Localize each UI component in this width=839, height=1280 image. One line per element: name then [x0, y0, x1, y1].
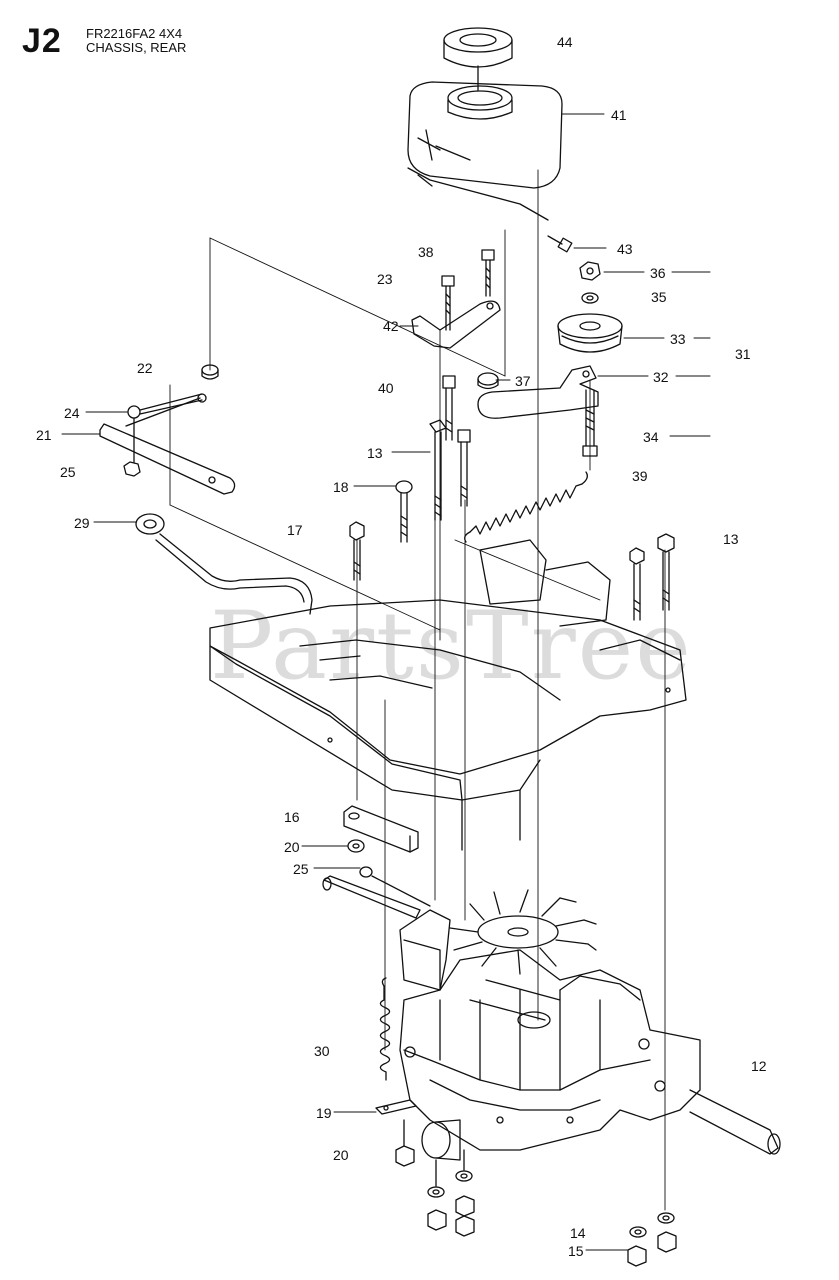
callout-31[interactable]: 31: [735, 346, 751, 362]
nut-37-icon[interactable]: [477, 372, 499, 390]
nut-bottom-left-icon[interactable]: [395, 1119, 415, 1167]
bracket-16-icon[interactable]: [343, 805, 419, 853]
callout-30[interactable]: 30: [314, 1043, 330, 1059]
transaxle-12-icon[interactable]: [322, 875, 781, 1161]
spring-39-icon[interactable]: [464, 471, 588, 543]
nut-top-icon[interactable]: [201, 364, 219, 380]
callout-25-mid[interactable]: 25: [293, 861, 309, 877]
callout-21[interactable]: 21: [36, 427, 52, 443]
fuel-tank-icon[interactable]: [407, 81, 563, 221]
bolt-18-icon[interactable]: [395, 480, 413, 543]
nut-15-icon[interactable]: [627, 1245, 647, 1267]
nut-25-mid-icon[interactable]: [359, 866, 431, 907]
idler-arm-32-icon[interactable]: [477, 365, 599, 419]
nut-bottom-2-icon[interactable]: [455, 1195, 475, 1237]
callout-33[interactable]: 33: [670, 331, 686, 347]
section-code: J2: [22, 22, 62, 60]
callout-17[interactable]: 17: [287, 522, 303, 538]
callout-19[interactable]: 19: [316, 1105, 332, 1121]
washer-bottom-2-icon[interactable]: [455, 1149, 473, 1182]
callout-12[interactable]: 12: [751, 1058, 767, 1074]
bolt-right-2-icon[interactable]: [629, 547, 645, 621]
washer-bottom-1-icon[interactable]: [427, 1159, 445, 1198]
watermark: PartsTree: [210, 592, 693, 701]
callout-34[interactable]: 34: [643, 429, 659, 445]
bolt-left-icon[interactable]: [349, 521, 365, 581]
callout-40[interactable]: 40: [378, 380, 394, 396]
callout-25-top[interactable]: 25: [60, 464, 76, 480]
nut-36-icon[interactable]: [579, 261, 601, 281]
callout-35[interactable]: 35: [651, 289, 667, 305]
rod-29-icon[interactable]: [135, 513, 313, 615]
plate-19-icon[interactable]: [375, 1099, 417, 1115]
callout-leaders: [61, 113, 711, 1251]
spacer-40-icon[interactable]: [442, 375, 456, 441]
bolt-13-top-icon[interactable]: [429, 419, 447, 521]
callout-23[interactable]: 23: [377, 271, 393, 287]
callout-20-top[interactable]: 20: [284, 839, 300, 855]
callout-22[interactable]: 22: [137, 360, 153, 376]
nut-right-bottom-icon[interactable]: [657, 1212, 677, 1253]
nut-bottom-1-icon[interactable]: [427, 1209, 447, 1231]
bracket-42-icon[interactable]: [411, 300, 501, 349]
callout-13-right[interactable]: 13: [723, 531, 739, 547]
callout-44[interactable]: 44: [557, 34, 573, 50]
model-number: FR2216FA2 4X4: [86, 26, 183, 41]
callout-32[interactable]: 32: [653, 369, 669, 385]
pulley-33-icon[interactable]: [557, 313, 623, 353]
callout-15[interactable]: 15: [568, 1243, 584, 1259]
screw-43-icon[interactable]: [547, 235, 573, 253]
cooling-fan-icon[interactable]: [449, 889, 597, 975]
fuel-cap-icon[interactable]: [443, 27, 513, 91]
diagram-title: CHASSIS, REAR: [86, 40, 187, 55]
spring-30-icon[interactable]: [379, 977, 391, 1081]
callout-24[interactable]: 24: [64, 405, 80, 421]
callout-38[interactable]: 38: [418, 244, 434, 260]
nut-25-top-icon[interactable]: [123, 461, 141, 477]
callout-14[interactable]: 14: [570, 1225, 586, 1241]
washer-14-icon[interactable]: [629, 1226, 647, 1238]
bolt-23-icon[interactable]: [441, 275, 455, 331]
callout-18[interactable]: 18: [333, 479, 349, 495]
callout-39[interactable]: 39: [632, 468, 648, 484]
bolt-13-right-icon[interactable]: [657, 533, 675, 611]
chassis-frame-icon[interactable]: [209, 539, 687, 851]
callout-36[interactable]: 36: [650, 265, 666, 281]
link-22-icon[interactable]: [139, 393, 207, 415]
washer-35-icon[interactable]: [581, 292, 599, 304]
callout-41[interactable]: 41: [611, 107, 627, 123]
callout-13-top[interactable]: 13: [367, 445, 383, 461]
callout-29[interactable]: 29: [74, 515, 90, 531]
washer-20-top-icon[interactable]: [347, 839, 365, 853]
callout-43[interactable]: 43: [617, 241, 633, 257]
bolt-long-icon[interactable]: [457, 429, 471, 507]
callout-37[interactable]: 37: [515, 373, 531, 389]
callout-20-bottom[interactable]: 20: [333, 1147, 349, 1163]
bolt-34-icon[interactable]: [582, 389, 598, 457]
callout-16[interactable]: 16: [284, 809, 300, 825]
callout-42[interactable]: 42: [383, 318, 399, 334]
bolt-38-icon[interactable]: [481, 249, 495, 297]
